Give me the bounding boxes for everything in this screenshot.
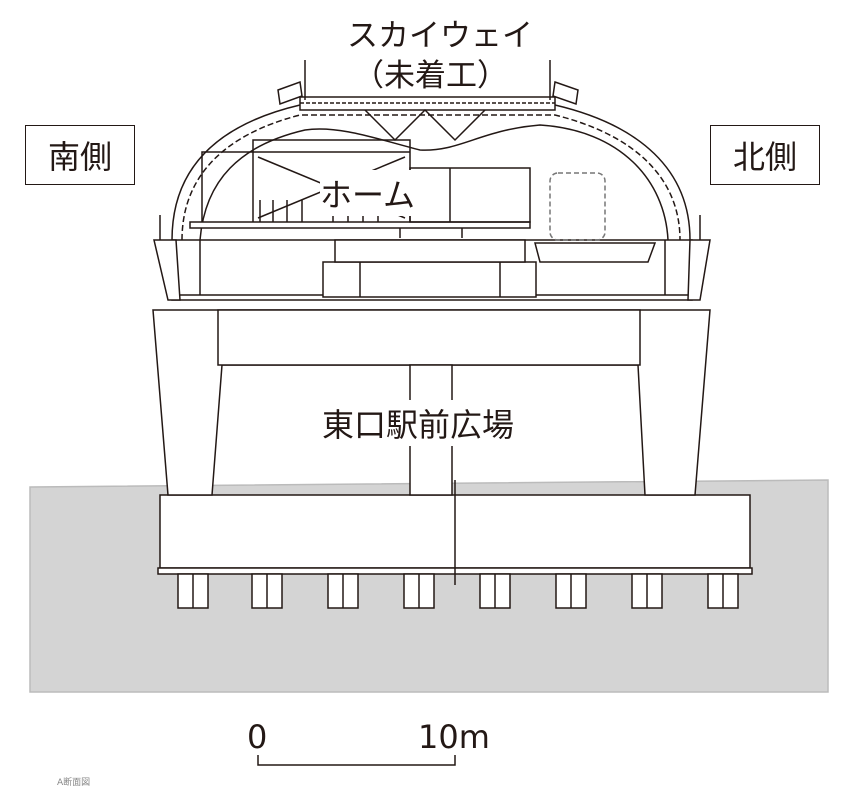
vehicle-outline [549, 172, 606, 241]
caption: A断面図 [57, 778, 91, 788]
plaza-label: 東口駅前広場 [322, 400, 515, 446]
title-line1: スカイウェイ [347, 18, 533, 54]
south-side-label: 南側 [25, 125, 135, 185]
piles [177, 573, 739, 609]
title-line2: （未着工） [353, 58, 508, 94]
arch-roof [153, 60, 711, 301]
scale-end: 10m [418, 718, 490, 756]
girder [171, 239, 693, 301]
north-side-label: 北側 [710, 125, 820, 185]
scale-start: 0 [247, 718, 268, 756]
platform-label: ホーム [320, 170, 416, 216]
scale-bar [257, 755, 456, 766]
pier [152, 309, 711, 585]
